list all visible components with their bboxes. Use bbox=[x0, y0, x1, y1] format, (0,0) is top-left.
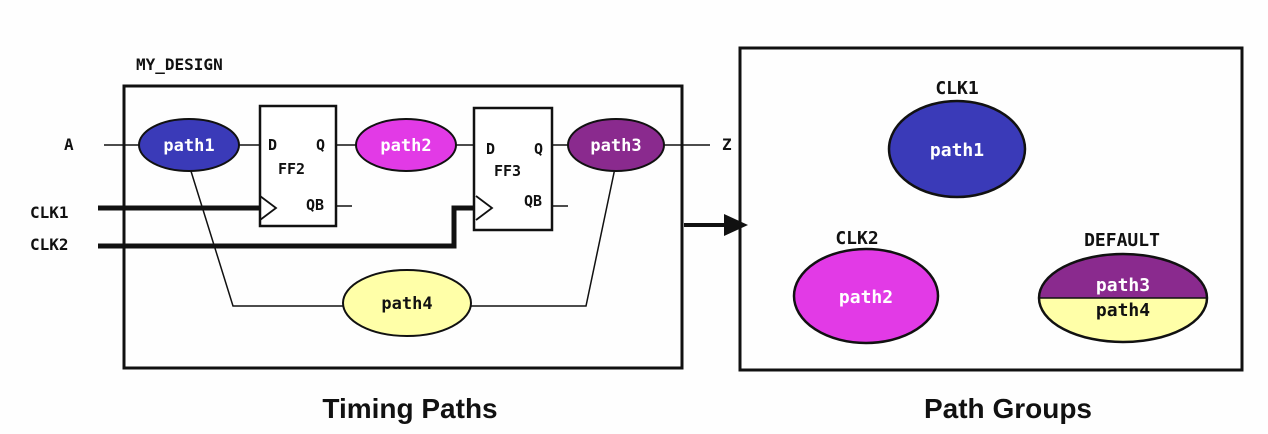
path-groups-panel bbox=[738, 46, 1244, 372]
group-clk2: CLK2 path2 bbox=[792, 228, 940, 345]
group-default-path3: path3 bbox=[1096, 275, 1150, 296]
ff2-qb-pin: QB bbox=[306, 196, 324, 214]
group-clk2-path: path2 bbox=[839, 287, 893, 308]
ff2-name: FF2 bbox=[278, 160, 305, 178]
path-groups-caption: Path Groups bbox=[924, 393, 1092, 424]
path3-label: path3 bbox=[590, 136, 641, 156]
ff3-clock-triangle bbox=[475, 195, 494, 221]
ff3-q-pin: Q bbox=[534, 140, 543, 158]
clk2-port-label: CLK2 bbox=[30, 235, 69, 254]
timing-paths-caption: Timing Paths bbox=[322, 393, 497, 424]
ff2-body bbox=[258, 104, 338, 228]
signal-wires bbox=[104, 144, 710, 307]
group-clk1-path: path1 bbox=[930, 140, 984, 161]
ff3-name: FF3 bbox=[494, 162, 521, 180]
group-default-title: DEFAULT bbox=[1084, 230, 1160, 251]
ff3-qb-pin: QB bbox=[524, 192, 542, 210]
timing-path-path1: path1 bbox=[138, 118, 240, 172]
path1-label: path1 bbox=[163, 136, 214, 156]
group-clk1-title: CLK1 bbox=[935, 78, 978, 99]
group-default-path4: path4 bbox=[1096, 300, 1150, 321]
design-name-label: MY_DESIGN bbox=[136, 55, 223, 74]
design-boundary bbox=[122, 84, 684, 370]
grouping-arrow bbox=[684, 214, 748, 236]
path2-label: path2 bbox=[380, 136, 431, 156]
input-port-label: A bbox=[64, 135, 74, 154]
flip-flop-ff3: D Q FF3 QB bbox=[472, 106, 554, 232]
group-clk2-title: CLK2 bbox=[835, 228, 878, 249]
ff2-clock-triangle bbox=[259, 195, 278, 221]
flip-flop-ff2: D Q FF2 QB bbox=[258, 104, 338, 228]
clk1-port-label: CLK1 bbox=[30, 203, 69, 222]
timing-path-path2: path2 bbox=[355, 118, 457, 172]
clock-wires bbox=[98, 205, 476, 249]
timing-path-path4: path4 bbox=[342, 269, 472, 337]
ff2-q-pin: Q bbox=[316, 136, 325, 154]
path4-label: path4 bbox=[381, 294, 432, 314]
timing-path-path3: path3 bbox=[567, 118, 665, 172]
ff3-d-pin: D bbox=[486, 140, 495, 158]
ff3-body bbox=[472, 106, 554, 232]
group-clk1: CLK1 path1 bbox=[887, 78, 1027, 199]
group-default: DEFAULT path3 path4 bbox=[1037, 230, 1209, 344]
output-port-label: Z bbox=[722, 135, 732, 154]
ff2-d-pin: D bbox=[268, 136, 277, 154]
